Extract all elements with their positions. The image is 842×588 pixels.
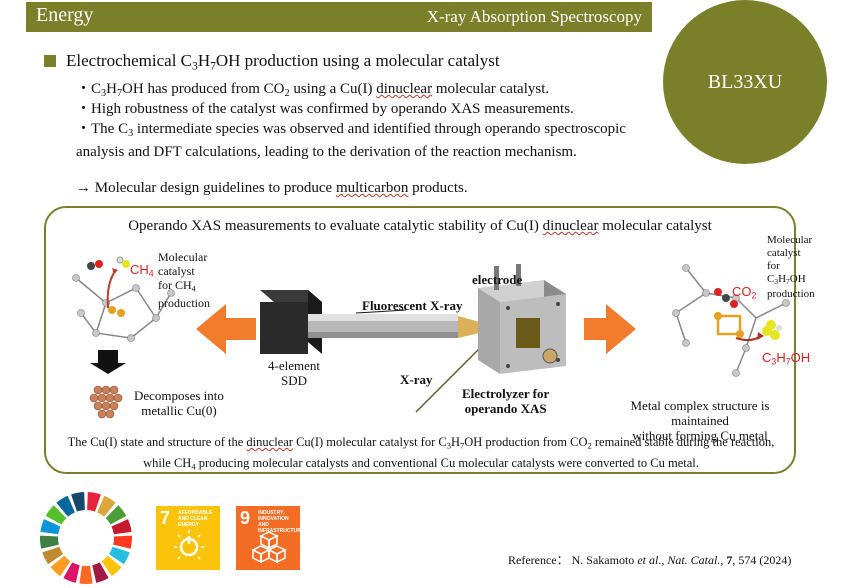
sdg-wheel-segment — [105, 505, 127, 525]
sdg-wheel-segment — [50, 555, 71, 577]
sdg-wheel-segment — [101, 555, 122, 577]
right-arrow-icon — [584, 304, 636, 354]
reference: Reference： N. Sakamoto et al., Nat. Cata… — [508, 553, 792, 567]
left-arrow-icon — [196, 304, 256, 354]
bullet-4: → Molecular design guidelines to produce… — [76, 180, 468, 196]
sdg-wheel-segment — [42, 546, 63, 565]
figure-caption: The Cu(I) state and structure of the din… — [67, 435, 775, 472]
section-marker-icon — [44, 55, 56, 67]
sdg-wheel-segment — [92, 562, 109, 583]
ch4-product-label: CH4 — [130, 262, 154, 279]
figure-panel: Operando XAS measurements to evaluate ca… — [44, 206, 815, 474]
figure-illustration — [72, 256, 790, 419]
sdg-wheel-segment — [71, 492, 85, 512]
sdg-wheel-segment — [87, 492, 101, 512]
cubes-icon — [251, 531, 287, 564]
sun-power-icon — [174, 530, 204, 560]
sdg-wheel-segment — [45, 505, 67, 525]
technique-label: X-ray Absorption Spectroscopy — [426, 7, 642, 26]
c3h7oh-product-label: C3H7OH — [762, 350, 811, 367]
figure-title: Operando XAS measurements to evaluate ca… — [128, 218, 712, 234]
ch4-catalyst-label: Molecular catalyst for CH4 production — [158, 250, 210, 311]
sdg-wheel-segment — [113, 535, 132, 549]
bullet-1: ・C3H7OH has produced from CO2 using a Cu… — [76, 81, 550, 100]
decomposes-label: Decomposes into metallic Cu(0) — [134, 388, 224, 418]
sdd-label: 4-element SDD — [268, 358, 320, 388]
sdg-wheel-segment — [40, 519, 61, 535]
maintained-label: Metal complex structure is maintained wi… — [630, 398, 770, 443]
sdg-goal-9-tile: 9 INDUSTRY, INNOVATION AND INFRASTRUCTUR… — [236, 506, 304, 570]
beamline-badge: BL33XU — [663, 0, 827, 164]
sdg-wheel-segment — [109, 546, 130, 565]
sdg-wheel-segment — [97, 495, 116, 517]
sdg-wheel-segment — [56, 495, 75, 517]
sdg-goal-7-tile: 7 AFFORDABLE AND CLEAN ENERGY — [156, 506, 220, 570]
down-arrow-icon — [90, 350, 126, 374]
bullet-3: ・The C3 intermediate species was observe… — [76, 121, 626, 161]
c3h7oh-catalyst-label: Molecular catalyst for C3H7OH production — [767, 234, 815, 301]
cu-metal-cluster-icon — [89, 385, 123, 419]
sdg-wheel-segment — [63, 562, 80, 583]
section-title: Electrochemical C3H7OH production using … — [66, 51, 500, 73]
xray-label: X-ray — [400, 372, 433, 387]
co2-label: CO2 — [732, 284, 757, 301]
c3h7oh-catalyst-molecule-icon — [672, 264, 790, 377]
electrolyzer-label: Electrolyzer for operando XAS — [462, 386, 550, 416]
sdg-wheel-segment — [111, 519, 132, 535]
header-bar: Energy X-ray Absorption Spectroscopy — [26, 2, 652, 32]
sdg-wheel-icon — [39, 492, 132, 584]
sdd-detector-icon — [260, 290, 458, 354]
sdg-wheel-segment — [39, 535, 59, 549]
bullet-2: ・High robustness of the catalyst was con… — [76, 101, 574, 117]
electrolyzer-cell-icon — [478, 264, 566, 374]
category-label: Energy — [36, 4, 94, 26]
ch4-catalyst-molecule-icon — [72, 256, 175, 342]
electrode-label: electrode — [472, 272, 523, 287]
sdg-wheel-segment — [79, 565, 93, 584]
beamline-label: BL33XU — [707, 70, 783, 93]
fluorescent-xray-label: Fluorescent X-ray — [362, 298, 463, 313]
